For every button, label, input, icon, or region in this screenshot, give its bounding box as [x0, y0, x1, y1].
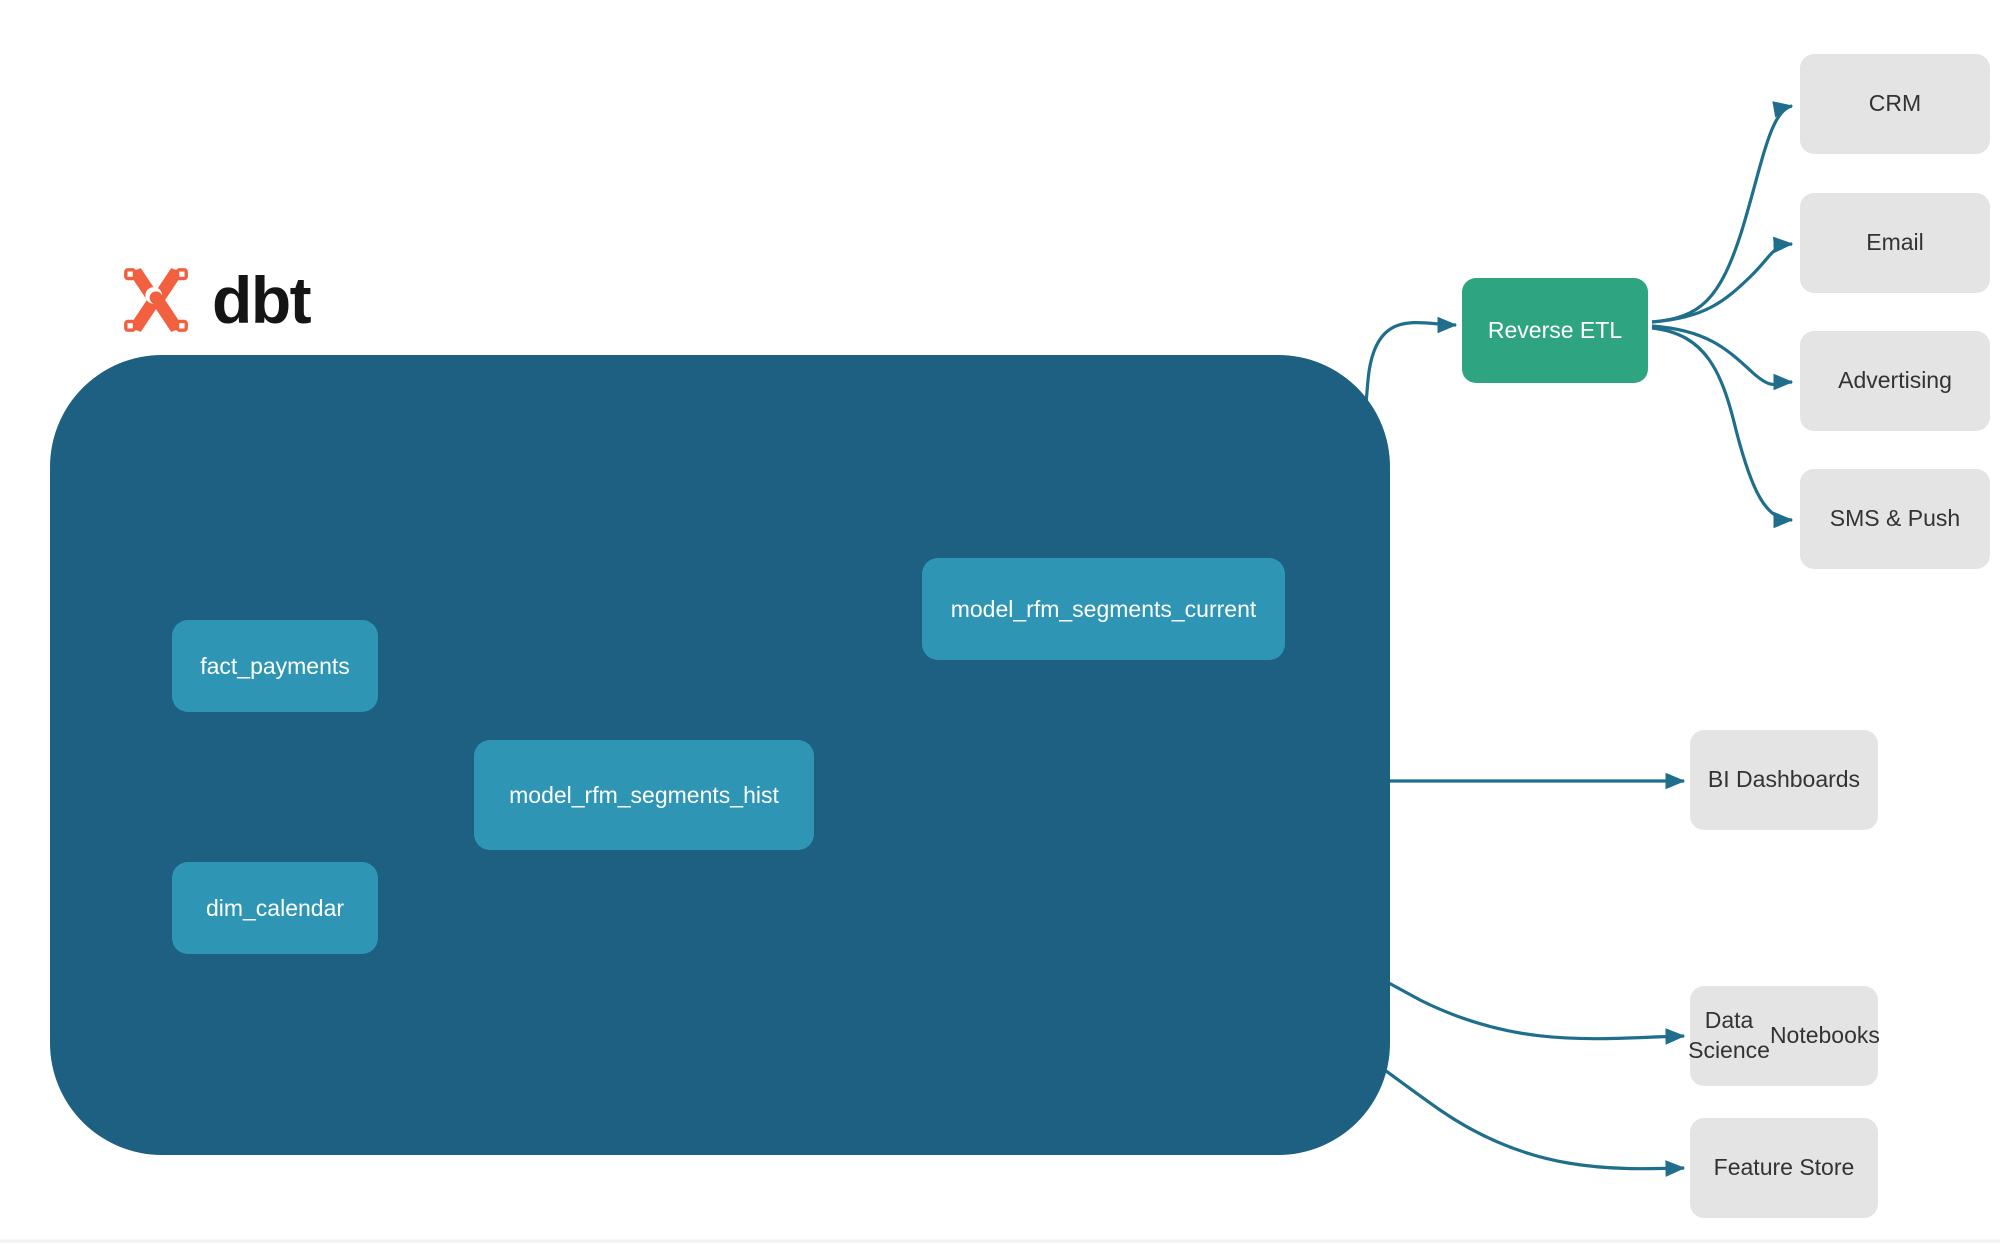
model-node-rfm-segments-current[interactable]: model_rfm_segments_current	[922, 558, 1285, 660]
destination-node-sms-push[interactable]: SMS & Push	[1800, 469, 1990, 569]
destination-node-email[interactable]: Email	[1800, 193, 1990, 293]
model-node-fact-payments[interactable]: fact_payments	[172, 620, 378, 712]
edge-reverse-etl-to-crm	[1651, 101, 1794, 324]
destination-node-advertising[interactable]: Advertising	[1800, 331, 1990, 431]
dbt-wordmark: dbt	[212, 263, 312, 337]
edge-reverse-etl-to-advertising	[1651, 324, 1794, 391]
dbt-logo: dbt	[118, 262, 312, 338]
dbt-logo-icon	[124, 268, 188, 332]
reverse-etl-node[interactable]: Reverse ETL	[1462, 278, 1648, 383]
model-node-dim-calendar[interactable]: dim_calendar	[172, 862, 378, 954]
edge-reverse-etl-to-sms-push	[1651, 326, 1794, 529]
destination-node-crm[interactable]: CRM	[1800, 54, 1990, 154]
model-node-rfm-segments-hist[interactable]: model_rfm_segments_hist	[474, 740, 814, 850]
destination-node-feature-store[interactable]: Feature Store	[1690, 1118, 1878, 1218]
destination-node-bi-dashboards[interactable]: BI Dashboards	[1690, 730, 1878, 830]
destination-node-data-science-notebooks[interactable]: Data Science Notebooks	[1688, 986, 1880, 1086]
destination-label-line-1: Data Science	[1688, 1007, 1770, 1063]
edge-reverse-etl-to-email	[1651, 236, 1794, 324]
destination-label-line-2: Notebooks	[1769, 1022, 1880, 1049]
